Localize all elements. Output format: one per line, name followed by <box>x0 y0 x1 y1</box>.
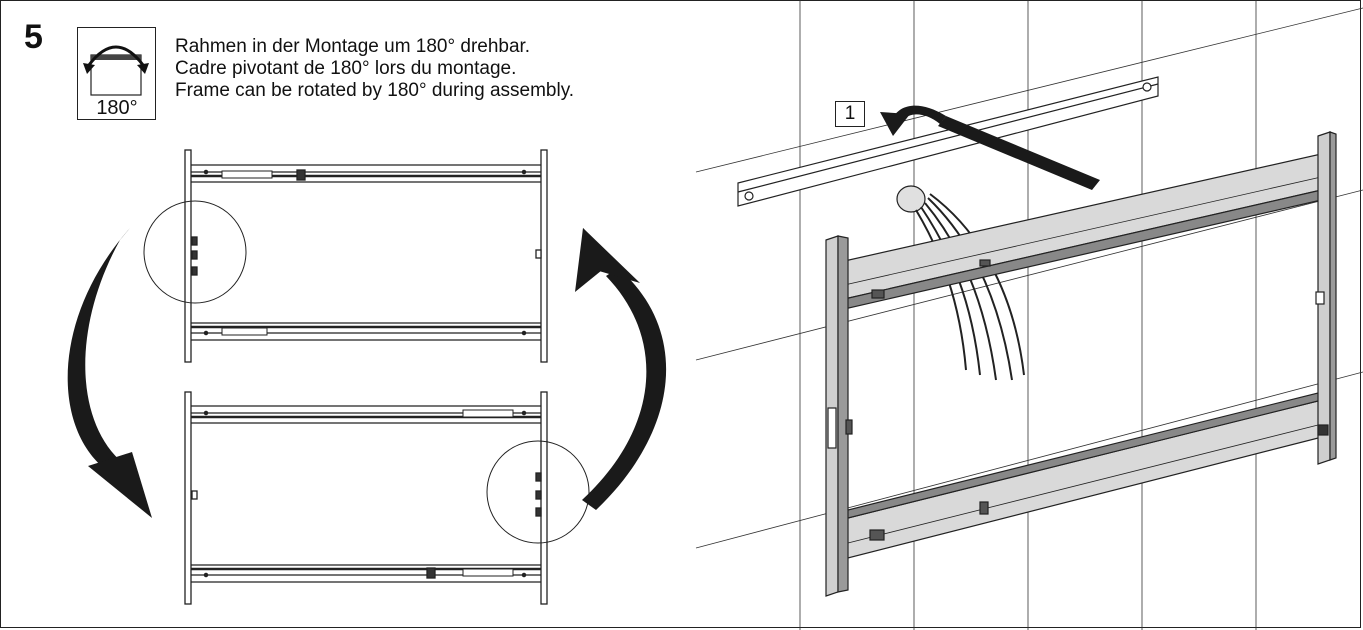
instructions-text: Rahmen in der Montage um 180° drehbar. C… <box>175 36 574 102</box>
frame-perspective-view <box>825 131 1337 597</box>
rotation-angle-label: 180° <box>96 97 138 119</box>
wall-grid <box>695 0 1363 630</box>
step-number: 5 <box>24 18 43 56</box>
rotate-180-icon <box>77 27 156 120</box>
mounting-arrow <box>880 105 1100 190</box>
instruction-french: Cadre pivotant de 180° lors du montage. <box>175 58 517 79</box>
frame-front-view-top <box>143 149 548 363</box>
rotation-arrows <box>67 228 667 518</box>
callout-step-1: 1 <box>835 101 865 127</box>
instruction-german: Rahmen in der Montage um 180° drehbar. <box>175 36 531 57</box>
wall-rail <box>737 76 1159 207</box>
frame-front-view-rotated <box>184 391 590 605</box>
instruction-english: Frame can be rotated by 180° during asse… <box>175 80 575 101</box>
